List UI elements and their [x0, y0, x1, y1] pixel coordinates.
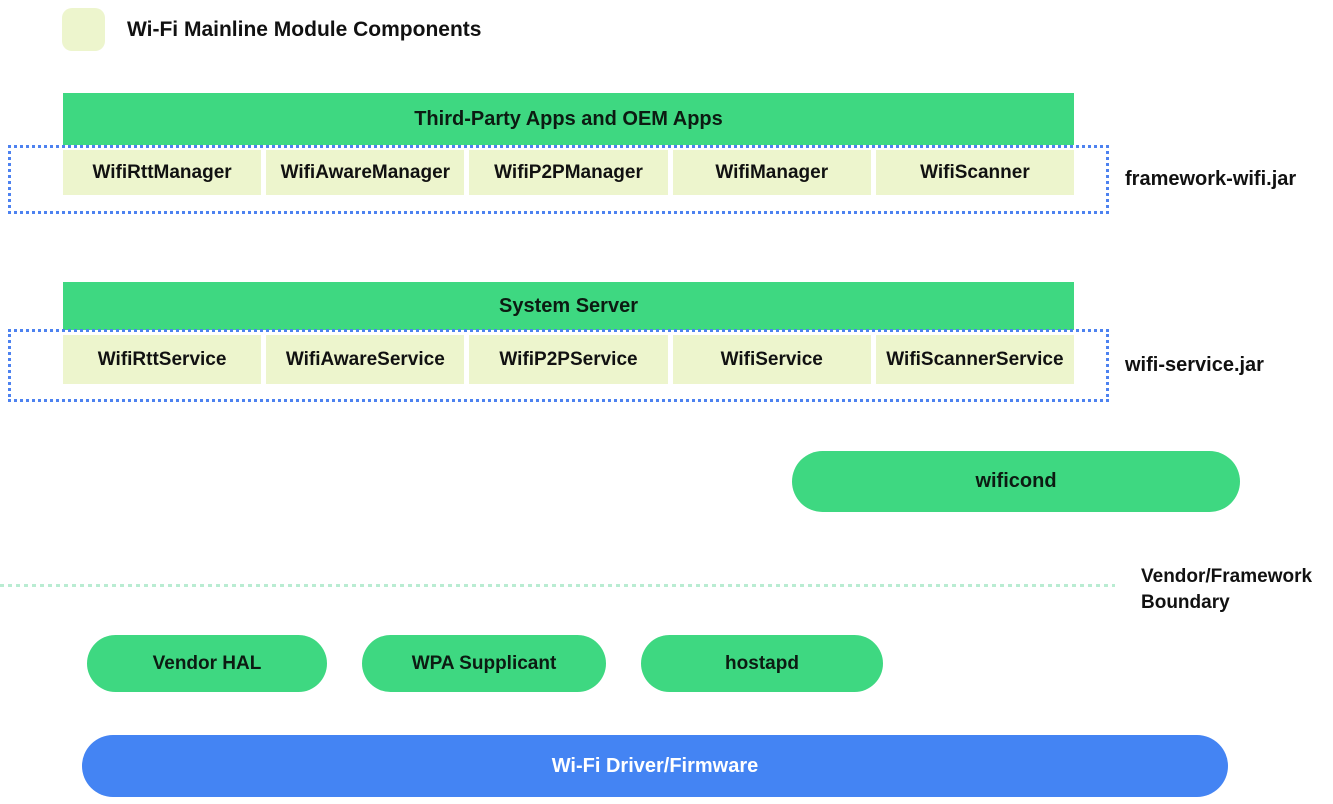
wifi-service-jar-label: wifi-service.jar [1125, 354, 1264, 376]
box-wifiawaremanager: WifiAwareManager [266, 150, 465, 195]
wpa-supplicant-pill: WPA Supplicant [362, 635, 606, 692]
legend-mainline-swatch [62, 8, 105, 51]
wificond-pill: wificond [792, 451, 1240, 512]
third-party-apps-bar: Third-Party Apps and OEM Apps [63, 93, 1074, 145]
box-wifiservice: WifiService [672, 335, 871, 384]
system-server-bar: System Server [63, 282, 1074, 330]
wifi-driver-firmware-bar: Wi-Fi Driver/Firmware [82, 735, 1228, 797]
box-wifiscannerservice: WifiScannerService [875, 335, 1075, 384]
box-wifirttmanager: WifiRttManager [63, 150, 262, 195]
box-wifiscanner: WifiScanner [875, 150, 1075, 195]
vendor-framework-boundary-line [0, 584, 1115, 587]
box-wifip2pservice: WifiP2PService [469, 335, 668, 384]
vendor-framework-boundary-label: Vendor/Framework Boundary [1141, 566, 1313, 613]
vendor-hal-pill: Vendor HAL [87, 635, 327, 692]
framework-wifi-jar-label: framework-wifi.jar [1125, 168, 1297, 190]
framework-wifi-box-row: WifiRttManager WifiAwareManager WifiP2PM… [63, 150, 1075, 195]
legend-label: Wi-Fi Mainline Module Components [127, 17, 482, 41]
box-wifimanager: WifiManager [672, 150, 871, 195]
wifi-service-box-row: WifiRttService WifiAwareService WifiP2PS… [63, 335, 1075, 384]
hostapd-pill: hostapd [641, 635, 883, 692]
box-wifiawareservice: WifiAwareService [266, 335, 465, 384]
box-wifirttservice: WifiRttService [63, 335, 262, 384]
box-wifip2pmanager: WifiP2PManager [469, 150, 668, 195]
